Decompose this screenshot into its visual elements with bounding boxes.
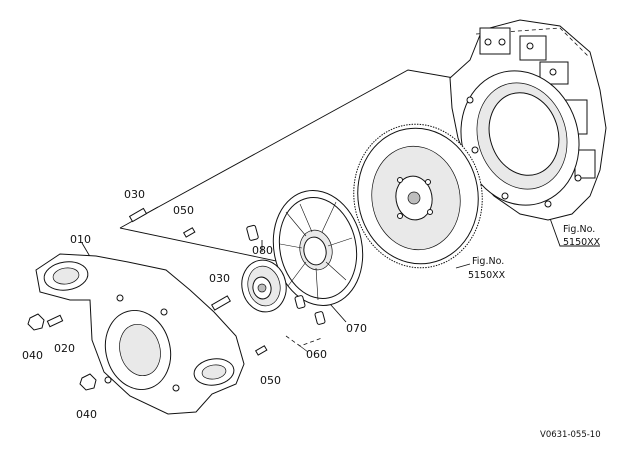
housing-fig-number: 5150XX [563, 237, 601, 248]
callout-050-upper: 050 [173, 204, 194, 217]
housing-fig-label: Fig.No. [563, 224, 595, 235]
coupling-plate [272, 190, 364, 306]
callout-080: 080 [252, 244, 273, 257]
callout-040-lower: 040 [76, 408, 97, 421]
callout-020: 020 [54, 342, 75, 355]
callout-050-lower: 050 [260, 374, 281, 387]
callout-060: 060 [306, 348, 327, 361]
figure-references: Fig.No. 5150XX Fig.No. 5150XX [468, 224, 601, 281]
flywheel-fig-number: 5150XX [468, 270, 506, 281]
callout-070: 070 [346, 322, 367, 335]
bracket-060 [285, 335, 323, 353]
callout-030-upper: 030 [124, 188, 145, 201]
coupling-hub [241, 259, 287, 313]
callout-040-upper: 040 [22, 349, 43, 362]
callout-010: 010 [70, 233, 91, 246]
flywheel-fig-label: Fig.No. [472, 256, 504, 267]
drawing-code: V0631-055-10 [540, 430, 601, 440]
fasteners [27, 207, 326, 391]
flywheel-housing [449, 19, 607, 221]
callout-labels: 030 050 010 080 030 070 060 050 040 020 … [22, 188, 367, 421]
adapter-housing [35, 253, 245, 415]
callout-030-lower: 030 [209, 272, 230, 285]
flywheel [353, 123, 483, 269]
